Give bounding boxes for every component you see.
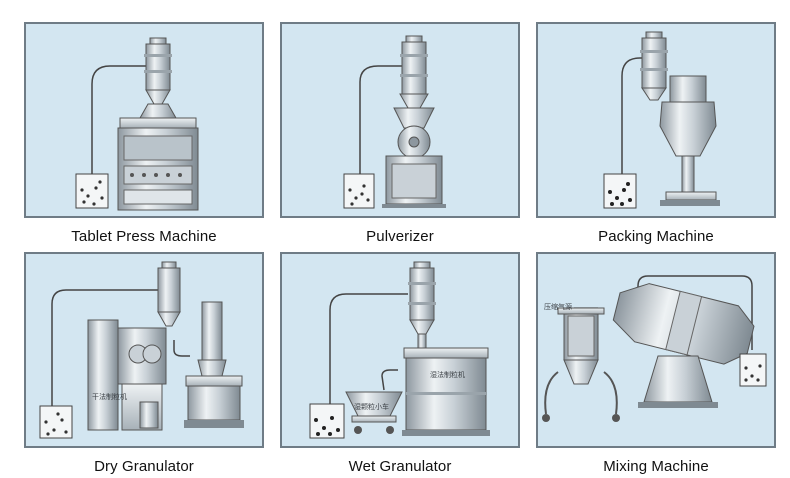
panel-wet-granulator: 湿法制粒机 湿颗粒小车 Wet Granulator — [280, 252, 520, 475]
diagram-dry-granulator: 干法制粒机 — [24, 252, 264, 448]
packing-illustration — [603, 31, 720, 209]
label-wet-machine: 湿法制粒机 — [430, 371, 465, 379]
caption-dry-granulator: Dry Granulator — [94, 458, 194, 475]
caption-tablet-press: Tablet Press Machine — [71, 228, 217, 245]
panel-dry-granulator: 干法制粒机 Dry Granulator — [24, 252, 264, 475]
caption-pulverizer: Pulverizer — [366, 228, 434, 245]
panel-packing: Packing Machine — [536, 22, 776, 245]
diagram-tablet-press — [24, 22, 264, 218]
label-dry-machine: 干法制粒机 — [92, 393, 127, 401]
pulverizer-illustration — [343, 35, 446, 209]
diagram-mixing: 压缩气源 — [536, 252, 776, 448]
mixing-illustration — [542, 275, 767, 422]
diagram-wet-granulator: 湿法制粒机 湿颗粒小车 — [280, 252, 520, 448]
diagram-pulverizer — [280, 22, 520, 218]
label-compressed-air: 压缩气源 — [544, 303, 572, 311]
caption-mixing: Mixing Machine — [603, 458, 709, 475]
tablet-press-illustration — [75, 37, 199, 211]
wet-granulator-illustration — [309, 261, 490, 439]
caption-wet-granulator: Wet Granulator — [348, 458, 452, 475]
label-wet-hopper: 湿颗粒小车 — [354, 403, 389, 411]
panel-mixing: 压缩气源 Mixing Machine — [536, 252, 776, 475]
diagram-packing — [536, 22, 776, 218]
caption-packing: Packing Machine — [598, 228, 714, 245]
panel-pulverizer: Pulverizer — [280, 22, 520, 245]
dry-granulator-illustration — [39, 261, 244, 439]
panel-tablet-press: Tablet Press Machine — [24, 22, 264, 245]
